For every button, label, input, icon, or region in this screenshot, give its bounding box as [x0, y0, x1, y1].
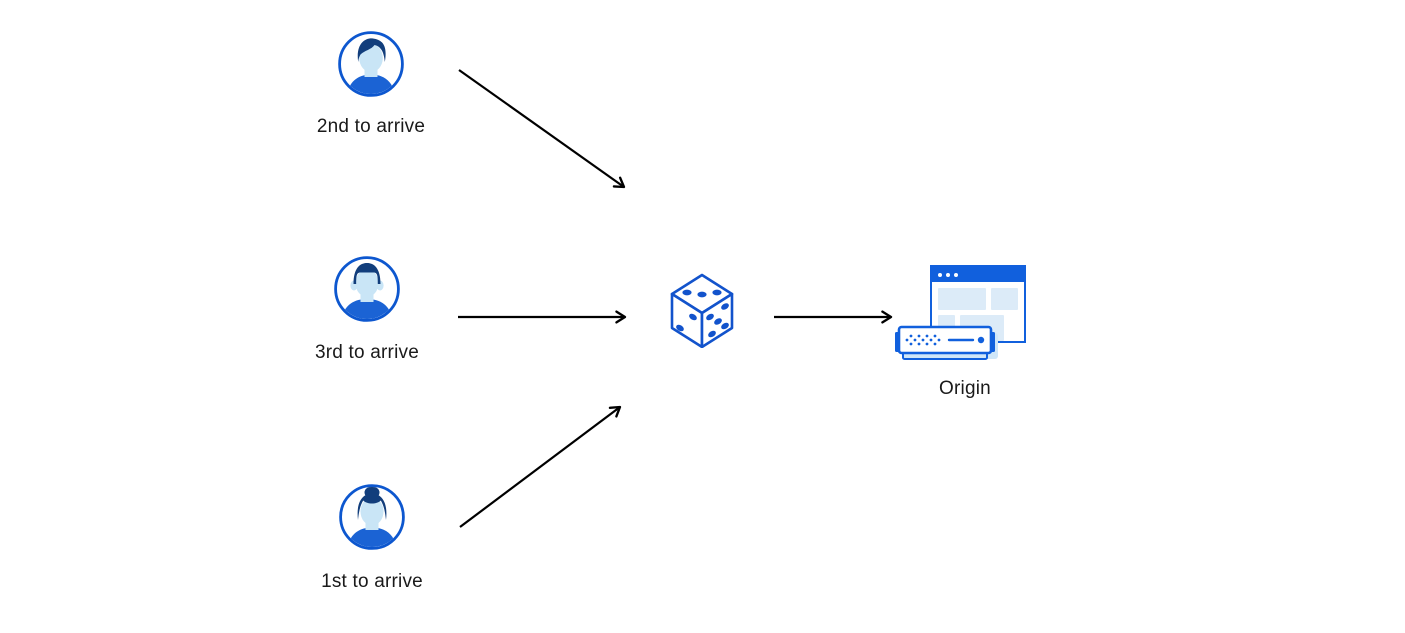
node-origin-label: Origin — [939, 378, 991, 399]
node-second-client-label: 2nd to arrive — [316, 116, 426, 137]
node-third-client — [334, 256, 400, 322]
content-panel — [938, 288, 986, 310]
node-first-client — [339, 484, 405, 550]
dice-icon — [670, 273, 734, 348]
origin-server — [894, 323, 1002, 365]
node-first-client-label: 1st to arrive — [321, 571, 423, 592]
edge-first-to-randomizer — [459, 405, 622, 528]
browser-dot — [946, 272, 950, 277]
avatar-man-swoop-icon — [338, 31, 404, 97]
avatar-woman-bun-icon — [339, 484, 405, 550]
node-second-client — [338, 31, 404, 97]
edge-second-to-randomizer — [458, 69, 626, 189]
content-panel — [991, 288, 1018, 310]
origin-server-icon — [895, 325, 998, 360]
browser-dot — [938, 272, 942, 277]
browser-dot — [954, 272, 958, 277]
browser-titlebar — [932, 267, 1024, 282]
avatar-man-flattop-icon — [334, 256, 400, 322]
node-randomizer — [668, 272, 736, 348]
node-third-client-label: 3rd to arrive — [315, 342, 419, 363]
